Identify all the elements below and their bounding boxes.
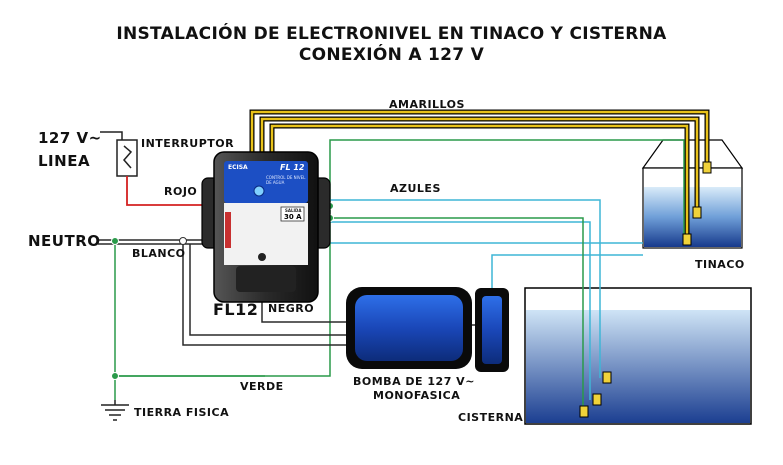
- device-label: FL12: [213, 300, 259, 319]
- fl12-device: [201, 151, 331, 303]
- supply-line-label: LINEA: [38, 152, 91, 170]
- pump-label-line2: MONOFASICA: [373, 389, 461, 402]
- blue-wires: [318, 199, 643, 400]
- red-wire-label: ROJO: [164, 185, 198, 198]
- device-brand: ECISA: [228, 164, 248, 171]
- green-wire-tank: [329, 139, 685, 238]
- ground-symbol: [101, 400, 129, 421]
- green-wire-label: VERDE: [240, 380, 284, 393]
- pump-label-line1: BOMBA DE 127 V~: [353, 375, 475, 388]
- yellow-wires-label: AMARILLOS: [389, 98, 465, 111]
- diagram-title-line2: CONEXIÓN A 127 V: [298, 45, 485, 65]
- upper-tank-label: TINACO: [695, 258, 745, 271]
- device-subtitle: CONTROL DE NIVEL DE AGUA: [266, 175, 306, 185]
- upper-tank: [641, 139, 744, 249]
- green-wires: [114, 206, 584, 410]
- line-wiring: [100, 131, 215, 206]
- yellow-wires: [249, 109, 710, 238]
- device-rating: 30 A: [284, 213, 302, 221]
- black-wire-label: NEGRO: [268, 302, 315, 315]
- pump: [346, 287, 509, 372]
- diagram-title-line1: INSTALACIÓN DE ELECTRONIVEL EN TINACO Y …: [116, 24, 667, 44]
- supply-voltage-label: 127 V~: [38, 129, 102, 147]
- cistern-tank: [524, 287, 752, 425]
- device-model: FL 12: [280, 163, 305, 172]
- white-wire-label: BLANCO: [132, 247, 186, 260]
- cistern-label: CISTERNA: [458, 411, 524, 424]
- blue-wires-label: AZULES: [390, 182, 441, 195]
- device-rating-label: SALIDA: [285, 208, 302, 213]
- neutral-label: NEUTRO: [28, 232, 101, 250]
- switch-label: INTERRUPTOR: [141, 137, 235, 150]
- ground-label: TIERRA FISICA: [134, 406, 230, 419]
- level-probes: [579, 161, 712, 418]
